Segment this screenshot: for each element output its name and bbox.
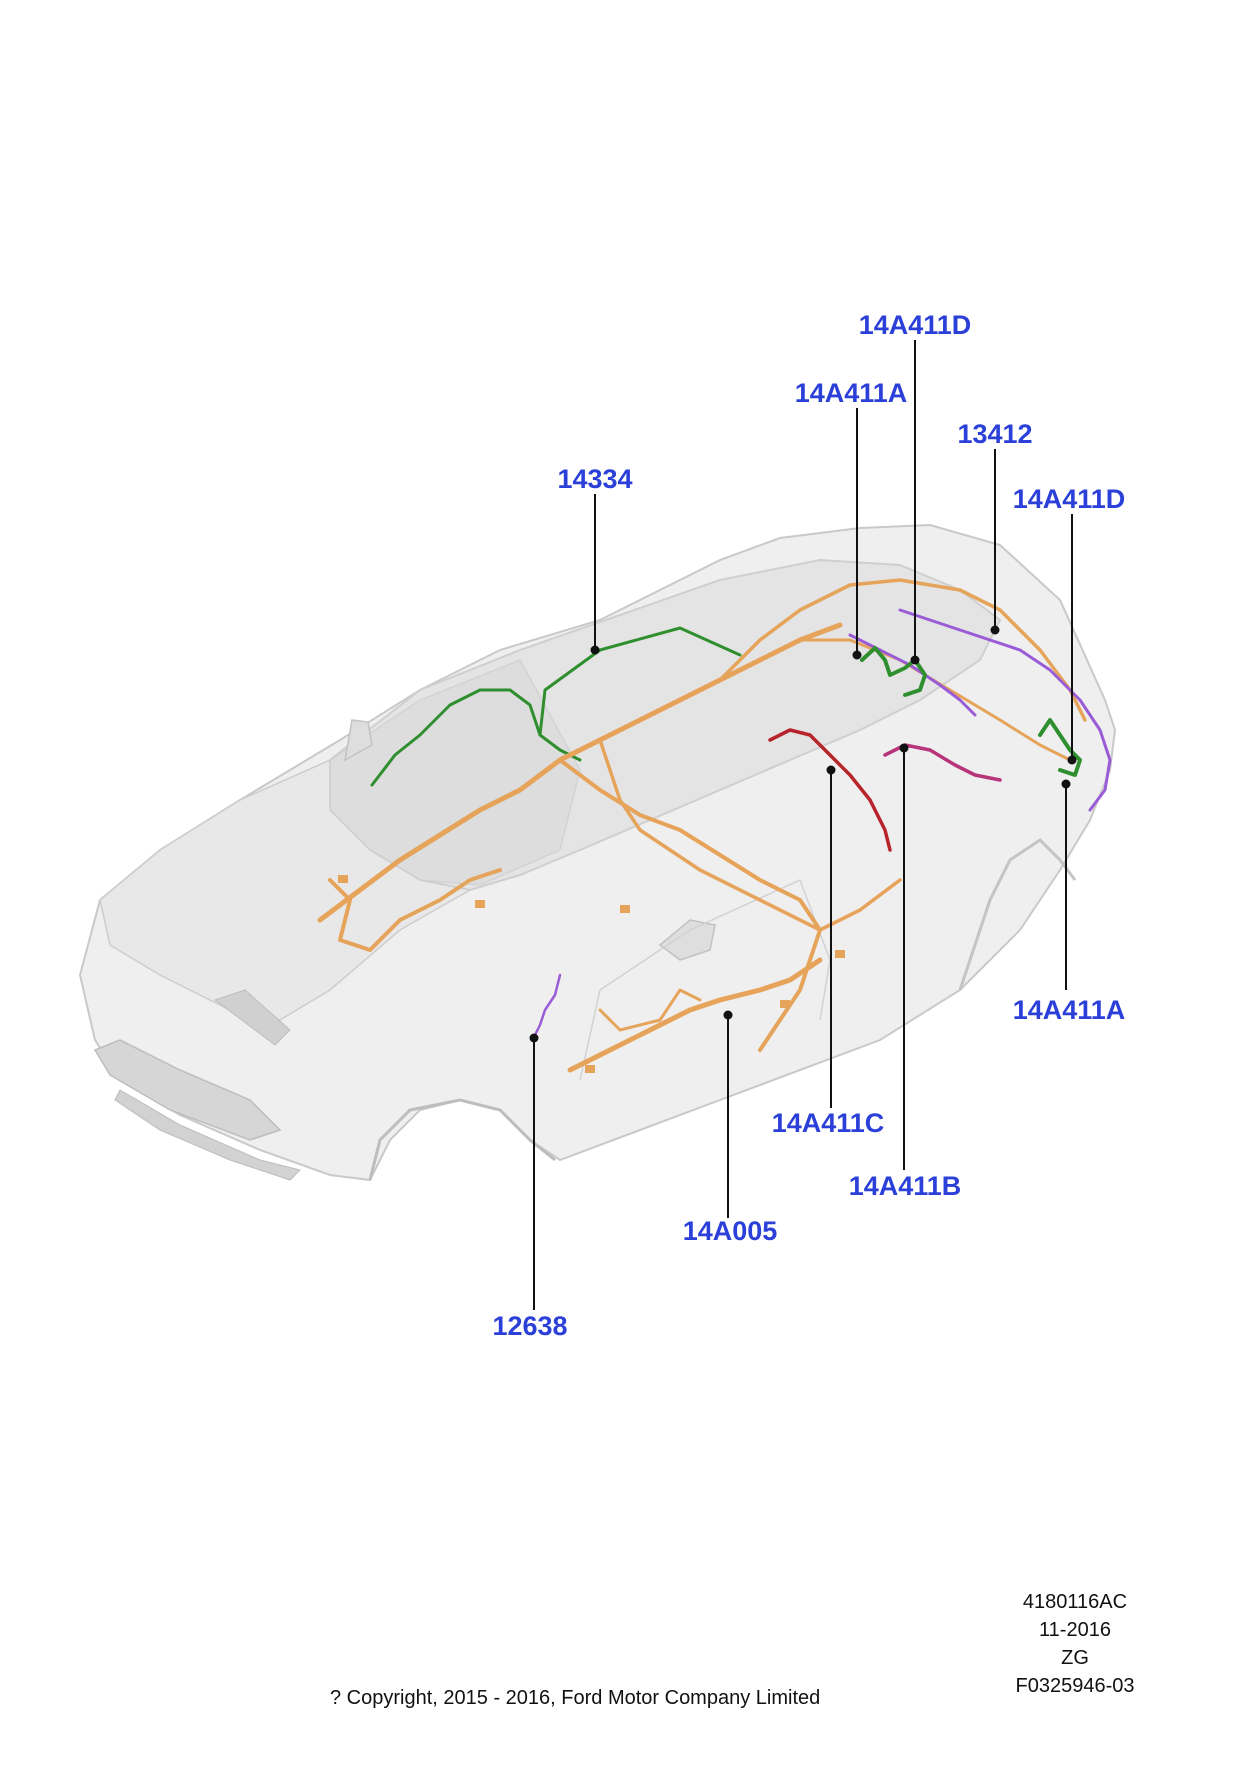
leader-dot-c2: [852, 650, 862, 660]
figure-id: F0325946-03: [1015, 1675, 1135, 1697]
leader-dot-c10: [529, 1033, 539, 1043]
car-hood: [99, 758, 473, 1021]
leader-dot-c4: [590, 645, 600, 655]
harness-14334: [370, 626, 742, 787]
harness-floor-branch: [598, 738, 902, 932]
callout-label-c9: 14A005: [683, 1216, 778, 1246]
drawing-meta: 4180116AC 11-2016 ZG F0325946-03: [1000, 1588, 1150, 1700]
drawing-number: 4180116AC: [1022, 1591, 1128, 1613]
callout-label-c1: 14A411D: [859, 310, 972, 340]
callout-label-c6: 14A411A: [1013, 995, 1126, 1025]
callout-label-c4: 14334: [557, 464, 632, 494]
car-body-illustration: [78, 523, 1117, 1182]
harness-rear-branch: [798, 638, 1072, 762]
leader-dot-c3: [990, 625, 1000, 635]
copyright-notice: ? Copyright, 2015 - 2016, Ford Motor Com…: [330, 1687, 821, 1709]
harness-14A005-branch: [598, 988, 702, 1032]
harness-dash-branch: [558, 758, 822, 1052]
wiring-harnesses: [317, 578, 1112, 1073]
right-mirror: [658, 919, 716, 961]
drawing-code: ZG: [1061, 1647, 1089, 1669]
callout-label-c5: 14A411D: [1013, 484, 1126, 514]
callout-label-c7: 14A411C: [772, 1108, 885, 1138]
callout-label-c2: 14A411A: [795, 378, 908, 408]
harness-13412: [898, 608, 1112, 812]
left-mirror: [343, 719, 373, 762]
hood-vent: [213, 989, 291, 1046]
drawing-date: 11-2016: [1039, 1619, 1111, 1641]
front-lower-intake: [114, 1089, 301, 1181]
leader-dot-c6: [1061, 779, 1071, 789]
harness-14A411D-right: [1038, 718, 1082, 777]
callout-leaders: [529, 340, 1077, 1310]
harness-14A411D-left: [860, 646, 927, 697]
door-line: [579, 878, 831, 1081]
harness-engine-bay: [328, 868, 502, 952]
leader-dot-c5: [1067, 755, 1077, 765]
harness-main-body: [317, 622, 843, 923]
leader-dot-c7: [826, 765, 836, 775]
leader-dot-c1: [910, 655, 920, 665]
rear-wheel-arch: [958, 838, 1077, 991]
harness-12638: [533, 973, 562, 1037]
front-wheel-arch: [368, 1098, 556, 1181]
leader-dot-c8: [899, 743, 909, 753]
connector-markers: [338, 875, 845, 1073]
callout-label-c10: 12638: [492, 1311, 567, 1341]
harness-14A005: [567, 957, 823, 1073]
callout-label-c3: 13412: [957, 419, 1032, 449]
harness-roof-branch: [718, 578, 1087, 722]
harness-14A411C: [768, 728, 892, 852]
front-grille: [93, 1039, 282, 1141]
callout-labels: 14A411D 14A411A 13412 14334 14A411D 14A411A 14…: [492, 310, 1125, 1341]
callout-label-c8: 14A411B: [849, 1171, 962, 1201]
leader-dot-c9: [723, 1010, 733, 1020]
